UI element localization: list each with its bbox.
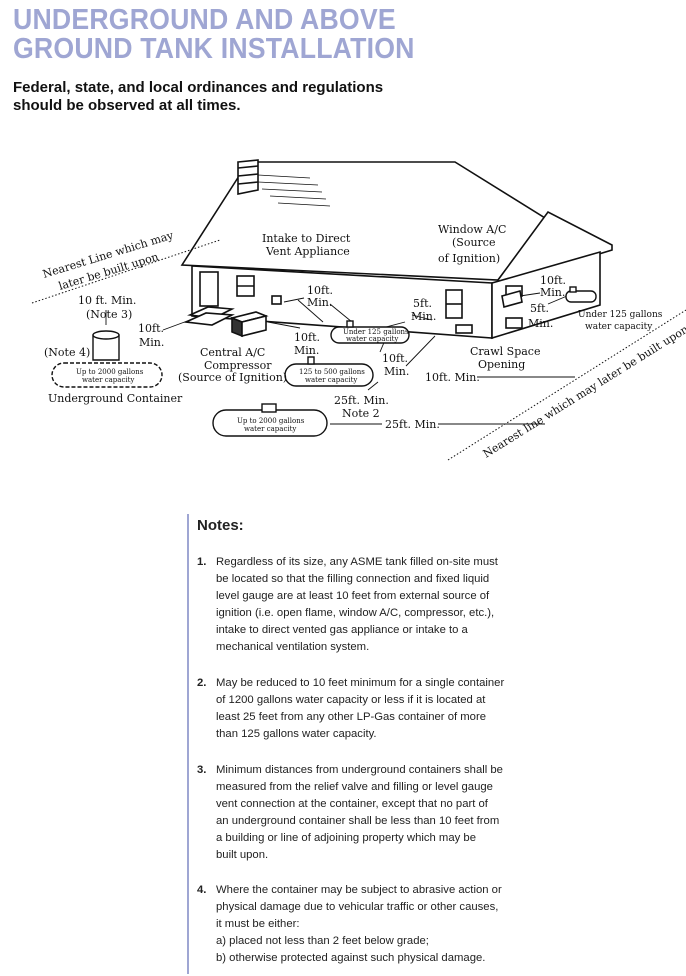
under-125-tank-right	[565, 290, 597, 303]
note-1-line: level gauge are at least 10 feet from ex…	[216, 590, 490, 602]
notes-panel: Notes: 1. Regardless of its size, any AS…	[187, 514, 679, 974]
range-125-500-label-1: 125 to 500 gallons	[299, 368, 365, 376]
page-title-line-2: GROUND TANK INSTALLATION	[13, 33, 415, 65]
underground-container-label: Underground Container	[48, 392, 183, 405]
notes-title: Notes:	[197, 517, 244, 534]
five-ft-right-label-1: 5ft.	[530, 302, 549, 315]
note-4-number: 4.	[197, 884, 207, 896]
under-125-right-label-1: Under 125 gallons	[578, 310, 663, 320]
note-1-line: mechanical ventilation system.	[216, 641, 370, 653]
ten-ft-intake-label-2: Min.	[307, 296, 332, 309]
note-3-line: built upon.	[216, 849, 269, 861]
note-3: 3. Minimum distances from underground co…	[197, 762, 527, 864]
note-4-line: physical damage due to vehicular traffic…	[216, 901, 499, 913]
under-125-right-label-2: water capacity	[585, 322, 653, 332]
note-3-line: measured from the relief valve and filli…	[216, 781, 493, 793]
dimension-lines	[105, 292, 575, 425]
window-ac-label-1: Window A/C	[438, 223, 506, 236]
range-125-500-label-2: water capacity	[305, 376, 357, 384]
note-3-line: Minimum distances from underground conta…	[216, 764, 503, 776]
up-to-2000-b-label-2: water capacity	[244, 425, 296, 433]
ten-ft-long-label: 10ft. Min.	[425, 371, 480, 384]
five-ft-right-label-2: Min.	[528, 317, 553, 330]
note-3-number: 3.	[197, 764, 207, 776]
title-block: UNDERGROUND AND ABOVE GROUND TANK INSTAL…	[13, 6, 450, 64]
ten-ft-mid-label-1: 10ft.	[382, 352, 408, 365]
note-2-line: least 25 feet from any other LP-Gas cont…	[216, 711, 487, 723]
note-4-line: it must be either:	[216, 918, 300, 930]
house-drawing	[180, 159, 613, 340]
note-2-line: than 125 gallons water capacity.	[216, 728, 377, 740]
note-2-number: 2.	[197, 677, 207, 689]
under-125-tank	[330, 326, 410, 344]
note4-label: (Note 4)	[44, 346, 90, 359]
note-2: 2. May be reduced to 10 feet minimum for…	[197, 675, 527, 743]
central-ac-label-2: Compressor	[204, 359, 272, 372]
note-4-line: b) otherwise protected against such phys…	[216, 952, 486, 964]
note-3-body: Minimum distances from underground conta…	[216, 762, 527, 864]
tank-installation-diagram: Nearest Line which may later be built up…	[31, 159, 686, 461]
intake-label-1: Intake to Direct	[262, 232, 351, 245]
note-1-line: be located so that the filling connectio…	[216, 573, 490, 585]
note-1-number: 1.	[197, 556, 207, 568]
property-lines	[31, 239, 686, 461]
twenty-five-note2-label-2: Note 2	[342, 407, 380, 420]
ten-ft-right-label-1: 10ft.	[540, 274, 566, 287]
ten-ft-note3-label-1: 10 ft. Min.	[78, 294, 136, 307]
tank-125-to-500	[284, 363, 374, 387]
page-title-line-1: UNDERGROUND AND ABOVE	[13, 4, 396, 36]
note-4-line: a) placed not less than 2 feet below gra…	[216, 935, 429, 947]
ten-ft-comp-label-2: Min.	[294, 344, 319, 357]
up-to-2000-b-label-1: Up to 2000 gallons	[237, 417, 305, 425]
note-4-body: Where the container may be subject to ab…	[216, 882, 527, 967]
intake-label-2: Vent Appliance	[265, 245, 350, 258]
note-3-line: vent connection at the container, except…	[216, 798, 488, 810]
five-ft-label-1: 5ft.	[413, 297, 432, 310]
ten-ft-comp-label-1: 10ft.	[294, 331, 320, 344]
crawl-space-label-2: Opening	[478, 358, 525, 371]
ten-ft-right-label-2: Min.	[540, 286, 565, 299]
window-ac-label-2: (Source	[452, 236, 495, 249]
ten-ft-mid-label-2: Min.	[384, 365, 409, 378]
note-2-line: of 1200 gallons water capacity or less i…	[216, 694, 486, 706]
note-1-line: ignition (i.e. open flame, window A/C, c…	[216, 607, 495, 619]
up-to-2000-a-label-2: water capacity	[82, 376, 134, 384]
under-125-small-label-2: water capacity	[346, 335, 398, 343]
note-1: 1. Regardless of its size, any ASME tank…	[197, 554, 527, 656]
nearest-line-right-label: Nearest line which may later be built up…	[481, 323, 686, 461]
note-4-line: Where the container may be subject to ab…	[216, 884, 502, 896]
twenty-five-note2-label-1: 25ft. Min.	[334, 394, 389, 407]
subtitle-line-1: Federal, state, and local ordinances and…	[13, 79, 384, 96]
ten-ft-left-label-1: 10ft.	[138, 322, 164, 335]
note-1-body: Regardless of its size, any ASME tank fi…	[216, 554, 527, 656]
five-ft-label-2: Min.	[411, 310, 436, 323]
note-3-line: an underground container shall be less t…	[216, 815, 500, 827]
up-to-2000-a-label-1: Up to 2000 gallons	[76, 368, 144, 376]
underground-tank-outline	[51, 362, 163, 388]
crawl-space-label-1: Crawl Space	[470, 345, 540, 358]
central-ac-label-1: Central A/C	[200, 346, 265, 359]
ten-ft-left-label-2: Min.	[139, 336, 164, 349]
under-125-small-label-1: Under 125 gallons	[343, 328, 409, 336]
ten-ft-intake-label-1: 10ft.	[307, 284, 333, 297]
tanks	[51, 286, 597, 437]
note-1-line: intake to direct vented gas appliance or…	[216, 624, 468, 636]
note-2-body: May be reduced to 10 feet minimum for a …	[216, 675, 527, 743]
window-ac-label-3: of Ignition)	[438, 252, 500, 265]
note-3-line: a building or line of adjoining property…	[216, 832, 476, 844]
subtitle-line-2: should be observed at all times.	[13, 97, 241, 114]
note-4: 4. Where the container may be subject to…	[197, 882, 527, 967]
note-2-line: May be reduced to 10 feet minimum for a …	[216, 677, 505, 689]
subtitle: Federal, state, and local ordinances and…	[13, 79, 383, 115]
central-ac-label-3: (Source of Ignition)	[178, 371, 287, 384]
twenty-five-long-label: 25ft. Min.	[385, 418, 440, 431]
ten-ft-note3-label-2: (Note 3)	[86, 308, 132, 321]
note-1-line: Regardless of its size, any ASME tank fi…	[216, 556, 498, 568]
